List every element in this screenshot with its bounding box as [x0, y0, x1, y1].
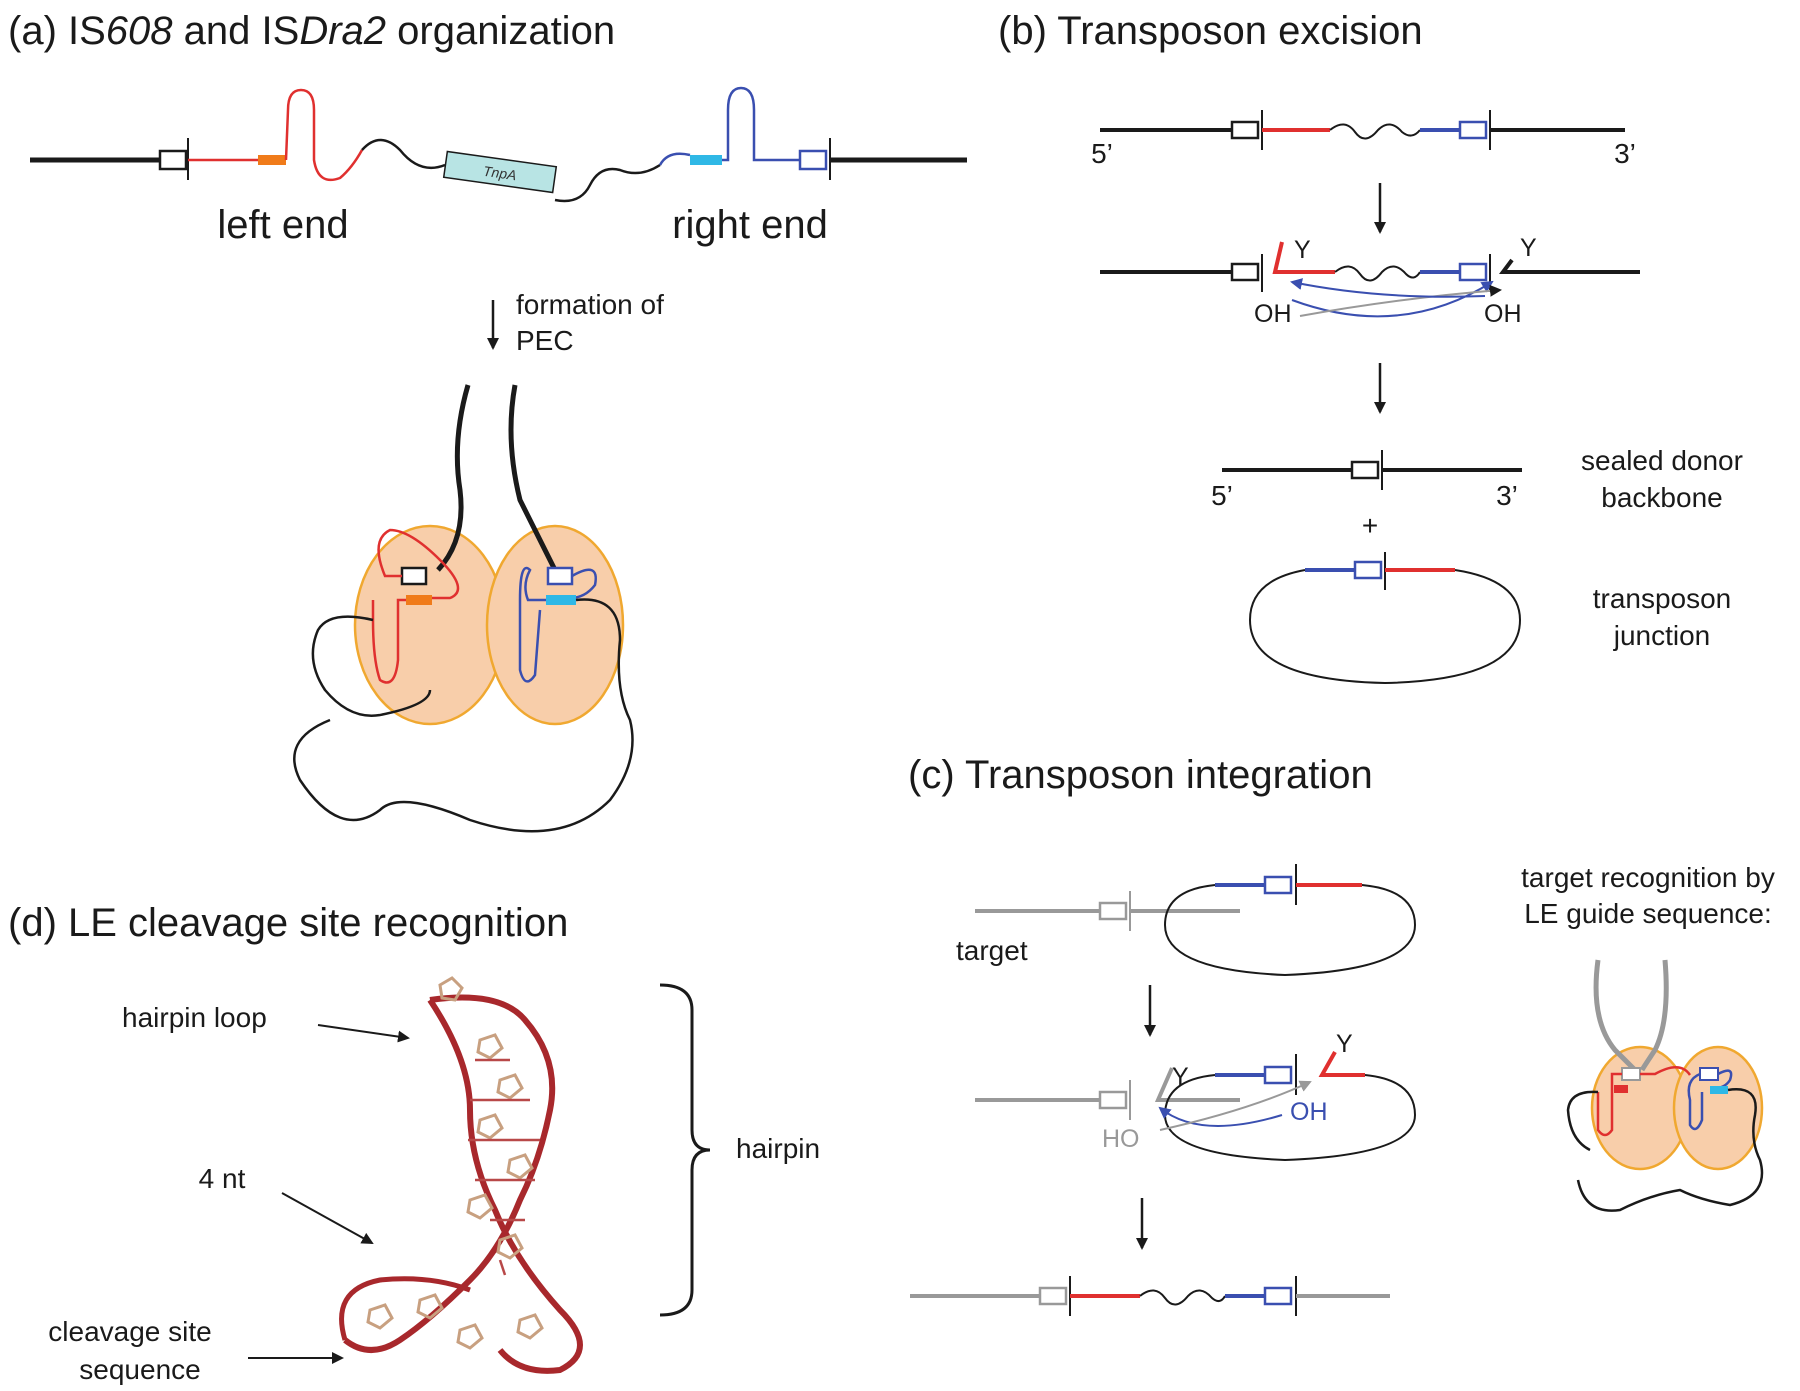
- hairpin-label: hairpin: [736, 1133, 820, 1164]
- panel-a: (a) IS608 and ISDra2 organization TnpA l…: [8, 9, 967, 833]
- oh-label-b1: OH: [1254, 300, 1292, 328]
- y-label-c1: Y: [1172, 1063, 1189, 1091]
- integration-step-3: [910, 1276, 1390, 1316]
- plus-sign: +: [1362, 510, 1378, 541]
- sealed-label-2: backbone: [1601, 482, 1722, 513]
- panel-d: (d) LE cleavage site recognition hairpin…: [8, 901, 820, 1385]
- protein-subunit-right: [485, 524, 625, 726]
- panel-b: (b) Transposon excision 5’ 3’: [998, 9, 1743, 685]
- three-prime-label-1: 3’: [1614, 138, 1636, 169]
- panel-c: (c) Transposon integration target: [908, 753, 1775, 1316]
- three-prime-label-2: 3’: [1496, 480, 1518, 511]
- panel-d-title: (d) LE cleavage site recognition: [8, 901, 568, 945]
- recog-label-2: LE guide sequence:: [1524, 898, 1772, 929]
- recog-label-1: target recognition by: [1521, 862, 1775, 893]
- y-label-b1: Y: [1294, 236, 1311, 264]
- four-nt-label: 4 nt: [199, 1163, 246, 1194]
- hairpin-bracket: [659, 983, 711, 1317]
- pec-label-2: PEC: [516, 325, 574, 356]
- pec-complex: [293, 384, 634, 833]
- oh-label-b2: OH: [1484, 300, 1522, 328]
- target-label: target: [956, 935, 1028, 966]
- oh-label-c: OH: [1290, 1098, 1328, 1126]
- rna-hairpin-structure: [339, 976, 583, 1374]
- is608-element: TnpA: [30, 86, 967, 203]
- panel-b-title: (b) Transposon excision: [998, 9, 1423, 53]
- panel-c-title: (c) Transposon integration: [908, 753, 1373, 797]
- five-prime-label-1: 5’: [1091, 138, 1113, 169]
- recognition-complex: [1566, 959, 1764, 1212]
- tnpa-gene-box: [442, 150, 558, 194]
- integration-step-2: [975, 1051, 1417, 1162]
- ho-label-c: HO: [1102, 1125, 1140, 1153]
- sealed-label-1: sealed donor: [1581, 445, 1743, 476]
- junction-label-1: transposon: [1593, 583, 1732, 614]
- y-label-c2: Y: [1336, 1030, 1353, 1058]
- pec-label-1: formation of: [516, 289, 664, 320]
- hairpin-loop-arrow: [317, 1024, 410, 1043]
- integration-step-1: [975, 864, 1417, 977]
- sealed-donor-backbone: [1222, 450, 1522, 490]
- junction-label-2: junction: [1613, 620, 1711, 651]
- transposon-junction-circle: [1248, 552, 1522, 685]
- five-prime-label-2: 5’: [1211, 480, 1233, 511]
- four-nt-arrow: [281, 1192, 374, 1244]
- cleavage-label-1: cleavage site: [48, 1316, 211, 1347]
- tnpa-gene-label: TnpA: [482, 163, 517, 184]
- right-end-label: right end: [672, 203, 828, 247]
- hairpin-loop-label: hairpin loop: [122, 1002, 267, 1033]
- excision-step-2: [1100, 241, 1640, 318]
- excision-step-1: [1100, 110, 1625, 150]
- left-end-label: left end: [217, 203, 348, 247]
- cleavage-label-2: sequence: [79, 1354, 200, 1385]
- y-label-b2: Y: [1520, 234, 1537, 262]
- panel-a-title: (a) IS608 and ISDra2 organization: [8, 9, 615, 53]
